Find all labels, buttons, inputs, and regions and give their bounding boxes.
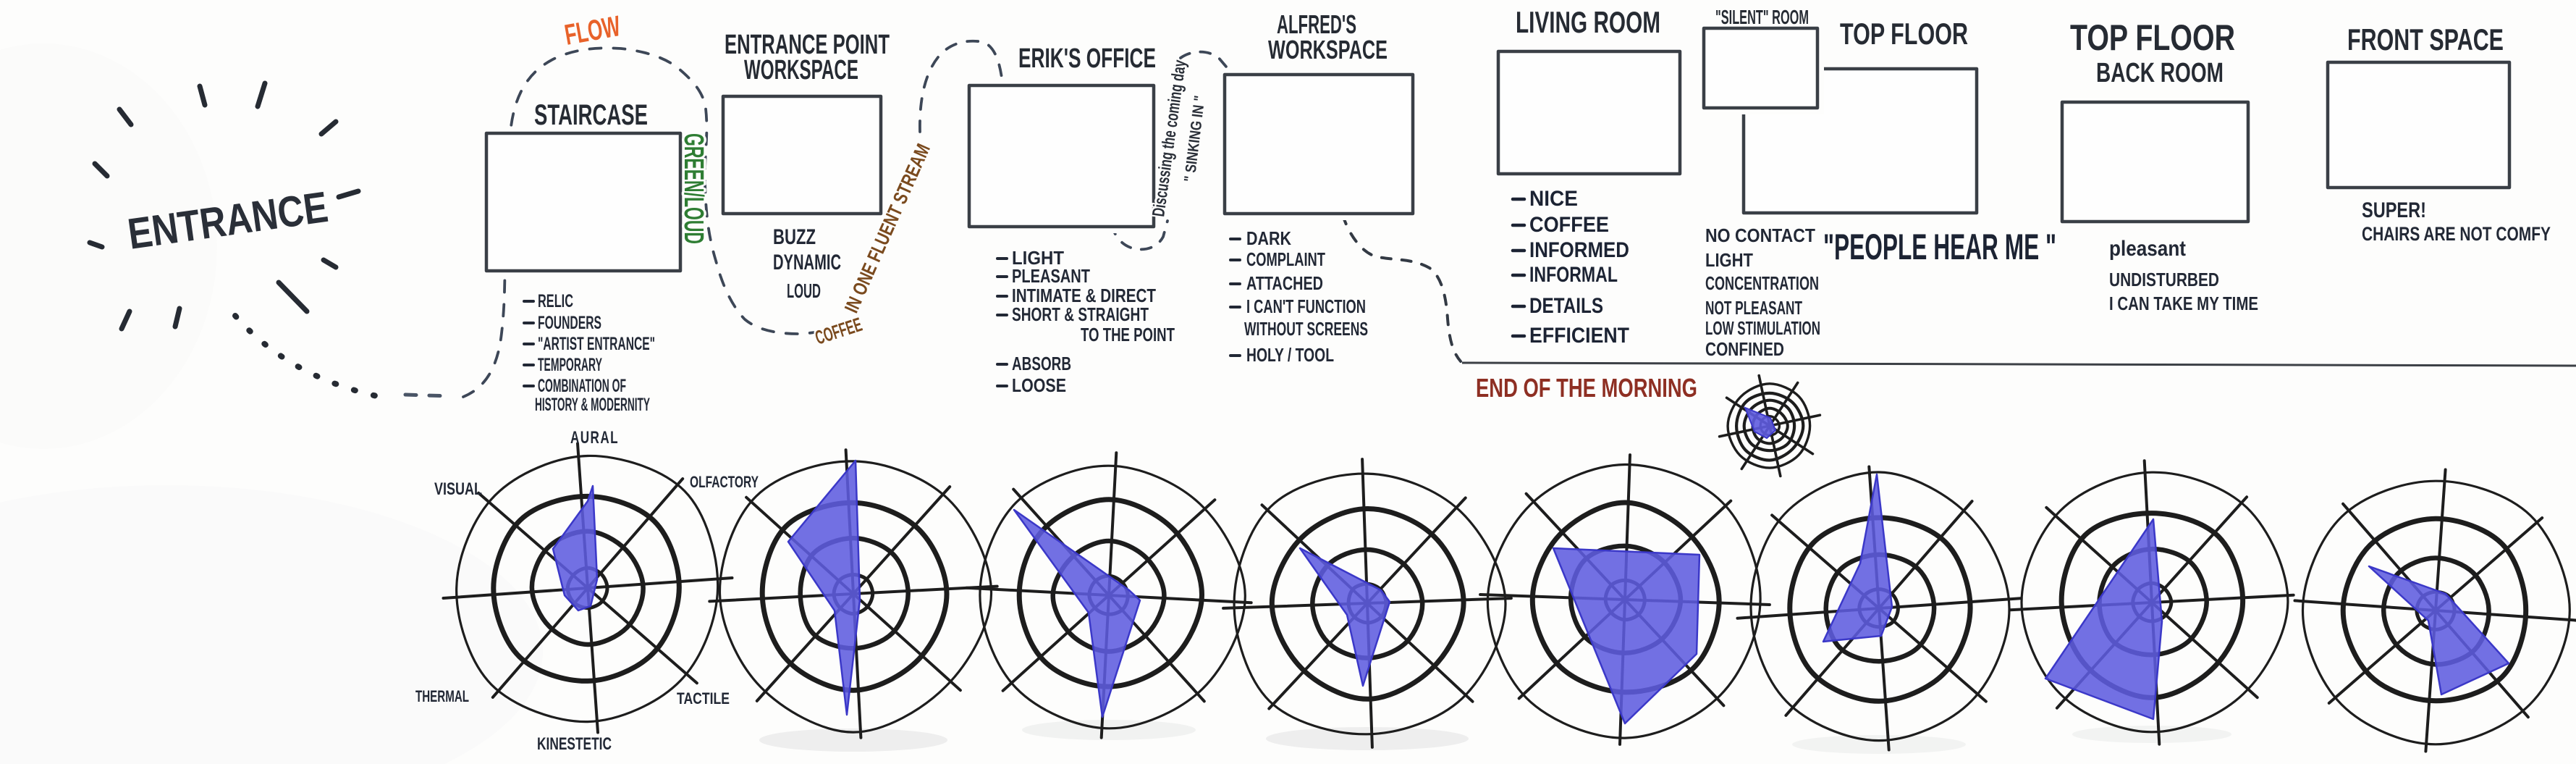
svg-text:TOP FLOOR: TOP FLOOR	[1840, 17, 1968, 51]
svg-text:I CAN'T FUNCTION: I CAN'T FUNCTION	[1246, 295, 1366, 317]
svg-text:LOOSE: LOOSE	[1012, 374, 1066, 396]
svg-text:BACK ROOM: BACK ROOM	[2096, 58, 2224, 88]
svg-text:INTIMATE & DIRECT: INTIMATE & DIRECT	[1012, 285, 1156, 306]
svg-text:CHAIRS ARE NOT COMFY: CHAIRS ARE NOT COMFY	[2362, 223, 2551, 245]
svg-text:I CAN TAKE MY TIME: I CAN TAKE MY TIME	[2109, 293, 2258, 314]
svg-text:TACTILE: TACTILE	[677, 689, 730, 708]
svg-text:SUPER!: SUPER!	[2362, 198, 2426, 222]
svg-text:"ARTIST ENTRANCE": "ARTIST ENTRANCE"	[538, 334, 655, 354]
svg-text:END OF THE MORNING: END OF THE MORNING	[1476, 373, 1697, 403]
svg-text:NO CONTACT: NO CONTACT	[1705, 224, 1815, 246]
svg-text:COMBINATION OF: COMBINATION OF	[538, 376, 626, 396]
svg-text:DARK: DARK	[1246, 227, 1291, 249]
svg-text:PLEASANT: PLEASANT	[1012, 265, 1090, 287]
svg-text:AURAL: AURAL	[570, 428, 619, 448]
svg-text:THERMAL: THERMAL	[415, 687, 469, 705]
svg-text:HISTORY & MODERNITY: HISTORY & MODERNITY	[535, 395, 650, 415]
svg-text:"PEOPLE HEAR ME ": "PEOPLE HEAR ME "	[1823, 227, 2056, 267]
svg-text:DYNAMIC: DYNAMIC	[773, 251, 841, 274]
svg-text:LOW STIMULATION: LOW STIMULATION	[1705, 317, 1820, 339]
svg-text:WORKSPACE: WORKSPACE	[744, 55, 858, 85]
svg-text:INFORMED: INFORMED	[1529, 238, 1629, 262]
svg-text:ABSORB: ABSORB	[1012, 353, 1071, 374]
svg-text:"SILENT" ROOM: "SILENT" ROOM	[1715, 6, 1809, 28]
svg-text:BUZZ: BUZZ	[773, 225, 816, 249]
svg-text:NICE: NICE	[1529, 187, 1578, 211]
svg-text:OLFACTORY: OLFACTORY	[690, 473, 759, 491]
svg-text:GREEN/LOUD: GREEN/LOUD	[678, 133, 709, 244]
svg-text:ATTACHED: ATTACHED	[1246, 272, 1323, 294]
svg-text:WORKSPACE: WORKSPACE	[1268, 35, 1388, 64]
svg-text:SHORT & STRAIGHT: SHORT & STRAIGHT	[1012, 303, 1149, 325]
svg-text:TOP FLOOR: TOP FLOOR	[2070, 17, 2235, 58]
svg-text:LIVING ROOM: LIVING ROOM	[1516, 5, 1660, 39]
svg-text:CONFINED: CONFINED	[1705, 338, 1784, 360]
svg-text:ERIK'S OFFICE: ERIK'S OFFICE	[1018, 43, 1156, 74]
svg-text:NOT PLEASANT: NOT PLEASANT	[1705, 297, 1802, 319]
svg-text:HOLY / TOOL: HOLY / TOOL	[1246, 344, 1334, 366]
svg-text:LIGHT: LIGHT	[1012, 247, 1064, 269]
svg-text:FOUNDERS: FOUNDERS	[538, 313, 601, 333]
svg-text:TO THE POINT: TO THE POINT	[1081, 324, 1175, 345]
svg-text:CONCENTRATION: CONCENTRATION	[1705, 272, 1819, 294]
svg-text:ALFRED'S: ALFRED'S	[1277, 9, 1356, 39]
svg-text:pleasant: pleasant	[2109, 237, 2186, 261]
svg-text:RELIC: RELIC	[538, 291, 573, 311]
svg-text:TEMPORARY: TEMPORARY	[538, 355, 602, 375]
svg-text:COMPLAINT: COMPLAINT	[1246, 248, 1325, 270]
svg-text:STAIRCASE: STAIRCASE	[534, 99, 648, 131]
svg-text:ENTRANCE POINT: ENTRANCE POINT	[725, 30, 890, 60]
svg-text:LIGHT: LIGHT	[1705, 249, 1753, 271]
svg-text:DETAILS: DETAILS	[1529, 294, 1603, 318]
svg-text:KINESTETIC: KINESTETIC	[537, 734, 612, 754]
svg-text:VISUAL: VISUAL	[434, 479, 482, 499]
svg-text:FRONT SPACE: FRONT SPACE	[2347, 22, 2504, 56]
svg-text:COFFEE: COFFEE	[1529, 213, 1609, 237]
svg-text:EFFICIENT: EFFICIENT	[1529, 324, 1629, 348]
svg-text:WITHOUT SCREENS: WITHOUT SCREENS	[1244, 318, 1368, 340]
svg-text:INFORMAL: INFORMAL	[1529, 263, 1618, 287]
svg-text:UNDISTURBED: UNDISTURBED	[2109, 269, 2219, 290]
svg-text:LOUD: LOUD	[787, 280, 821, 302]
